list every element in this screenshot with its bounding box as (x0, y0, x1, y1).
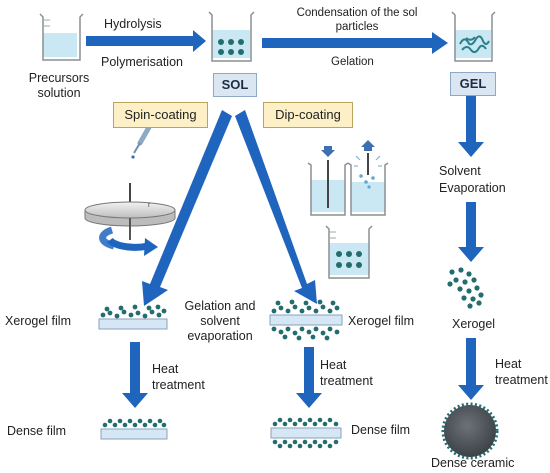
arrow-precursors-to-sol (86, 30, 206, 52)
beaker-sol-icon (208, 11, 255, 62)
label-precursors-solution: Precursors solution (28, 71, 90, 100)
arrow-sol-to-dip (235, 110, 317, 304)
dense-film-left (100, 418, 168, 440)
arrow-sol-to-gel (262, 32, 448, 54)
label-dense-film-left: Dense film (7, 424, 67, 438)
sol-box: SOL (213, 73, 257, 97)
spin-coating-label: Spin-coating (113, 102, 208, 128)
dip-coating-label: Dip-coating (263, 102, 353, 128)
label-condensation: Condensation of the sol particles (296, 7, 418, 33)
dense-film-right (270, 417, 342, 449)
beaker-icon (39, 13, 84, 61)
dip-coating-icon (307, 140, 389, 216)
arrow-heat-right (458, 338, 484, 400)
label-gelation-solvent-evaporation: Gelation and solvent evaporation (184, 299, 256, 343)
xerogel-film-left (98, 304, 168, 330)
label-xerogel: Xerogel (452, 317, 496, 331)
spin-mark: r (148, 202, 151, 209)
arrow-gel-down (458, 96, 484, 157)
label-heat-treatment-left: Heat treatment (152, 362, 205, 392)
xerogel-powder-icon (447, 267, 484, 309)
label-xerogel-film-left: Xerogel film (5, 314, 71, 328)
label-dense-film-right: Dense film (351, 423, 411, 437)
label-heat-treatment-right: Heat treatment (495, 357, 548, 387)
beaker-sol-icon-2 (325, 225, 373, 279)
label-hydrolysis: Hydrolysis (104, 17, 162, 31)
arrow-solvent-evap-down (458, 202, 484, 262)
spin-coater-icon: r (84, 183, 176, 240)
process-arrows (86, 30, 484, 408)
arrow-heat-mid (296, 347, 322, 408)
label-solvent-evaporation: Solvent Evaporation (439, 164, 506, 195)
dense-ceramic-icon (441, 402, 499, 460)
beaker-gel-icon (451, 11, 496, 62)
label-gelation: Gelation (331, 56, 374, 68)
label-dense-ceramic: Dense ceramic (431, 456, 515, 470)
gel-box: GEL (450, 72, 496, 96)
arrow-heat-left (122, 342, 148, 408)
label-heat-treatment-mid: Heat treatment (320, 358, 373, 388)
arrow-sol-to-spin (142, 110, 232, 306)
label-xerogel-film-right: Xerogel film (348, 314, 414, 328)
label-polymerisation: Polymerisation (101, 55, 183, 69)
xerogel-film-right (269, 299, 343, 341)
rotation-arrow-icon (99, 226, 158, 256)
